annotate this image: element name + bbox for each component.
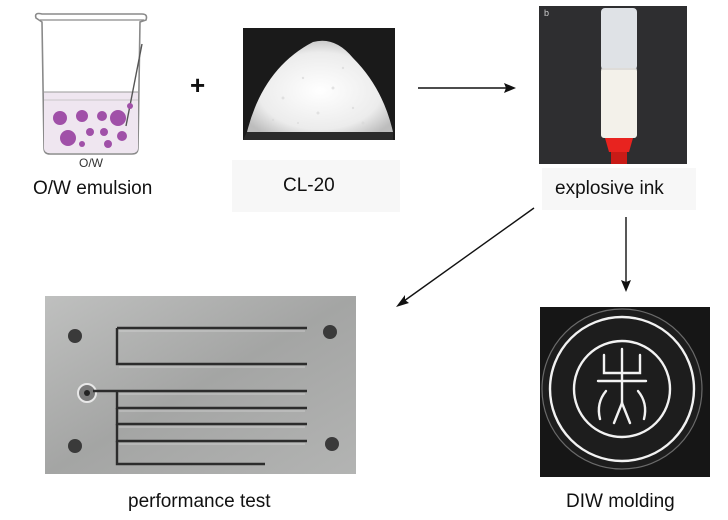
emulsion-small-caption: O/W: [79, 156, 103, 170]
performance-caption: performance test: [128, 491, 271, 512]
cl20-powder-photo: [243, 28, 395, 140]
plus-sign: +: [190, 70, 206, 100]
arrow-to-diw: [618, 217, 634, 293]
emulsion-droplets: [53, 103, 133, 148]
cl20-caption: CL-20: [283, 175, 335, 196]
cl20-caption-box: [232, 160, 400, 212]
diw-caption: DIW molding: [566, 491, 675, 512]
ink-caption: explosive ink: [555, 178, 664, 199]
emulsion-caption: O/W emulsion: [33, 178, 153, 199]
explosive-ink-photo: [539, 6, 687, 164]
performance-test-photo: [45, 296, 356, 474]
ink-caption-box: [542, 168, 696, 210]
arrow-to-performance: [392, 206, 538, 310]
diw-molding-photo: [540, 307, 710, 477]
ink-panel-letter: b: [544, 8, 550, 18]
beaker-illustration: [30, 8, 152, 156]
arrow-to-ink: [418, 80, 518, 96]
